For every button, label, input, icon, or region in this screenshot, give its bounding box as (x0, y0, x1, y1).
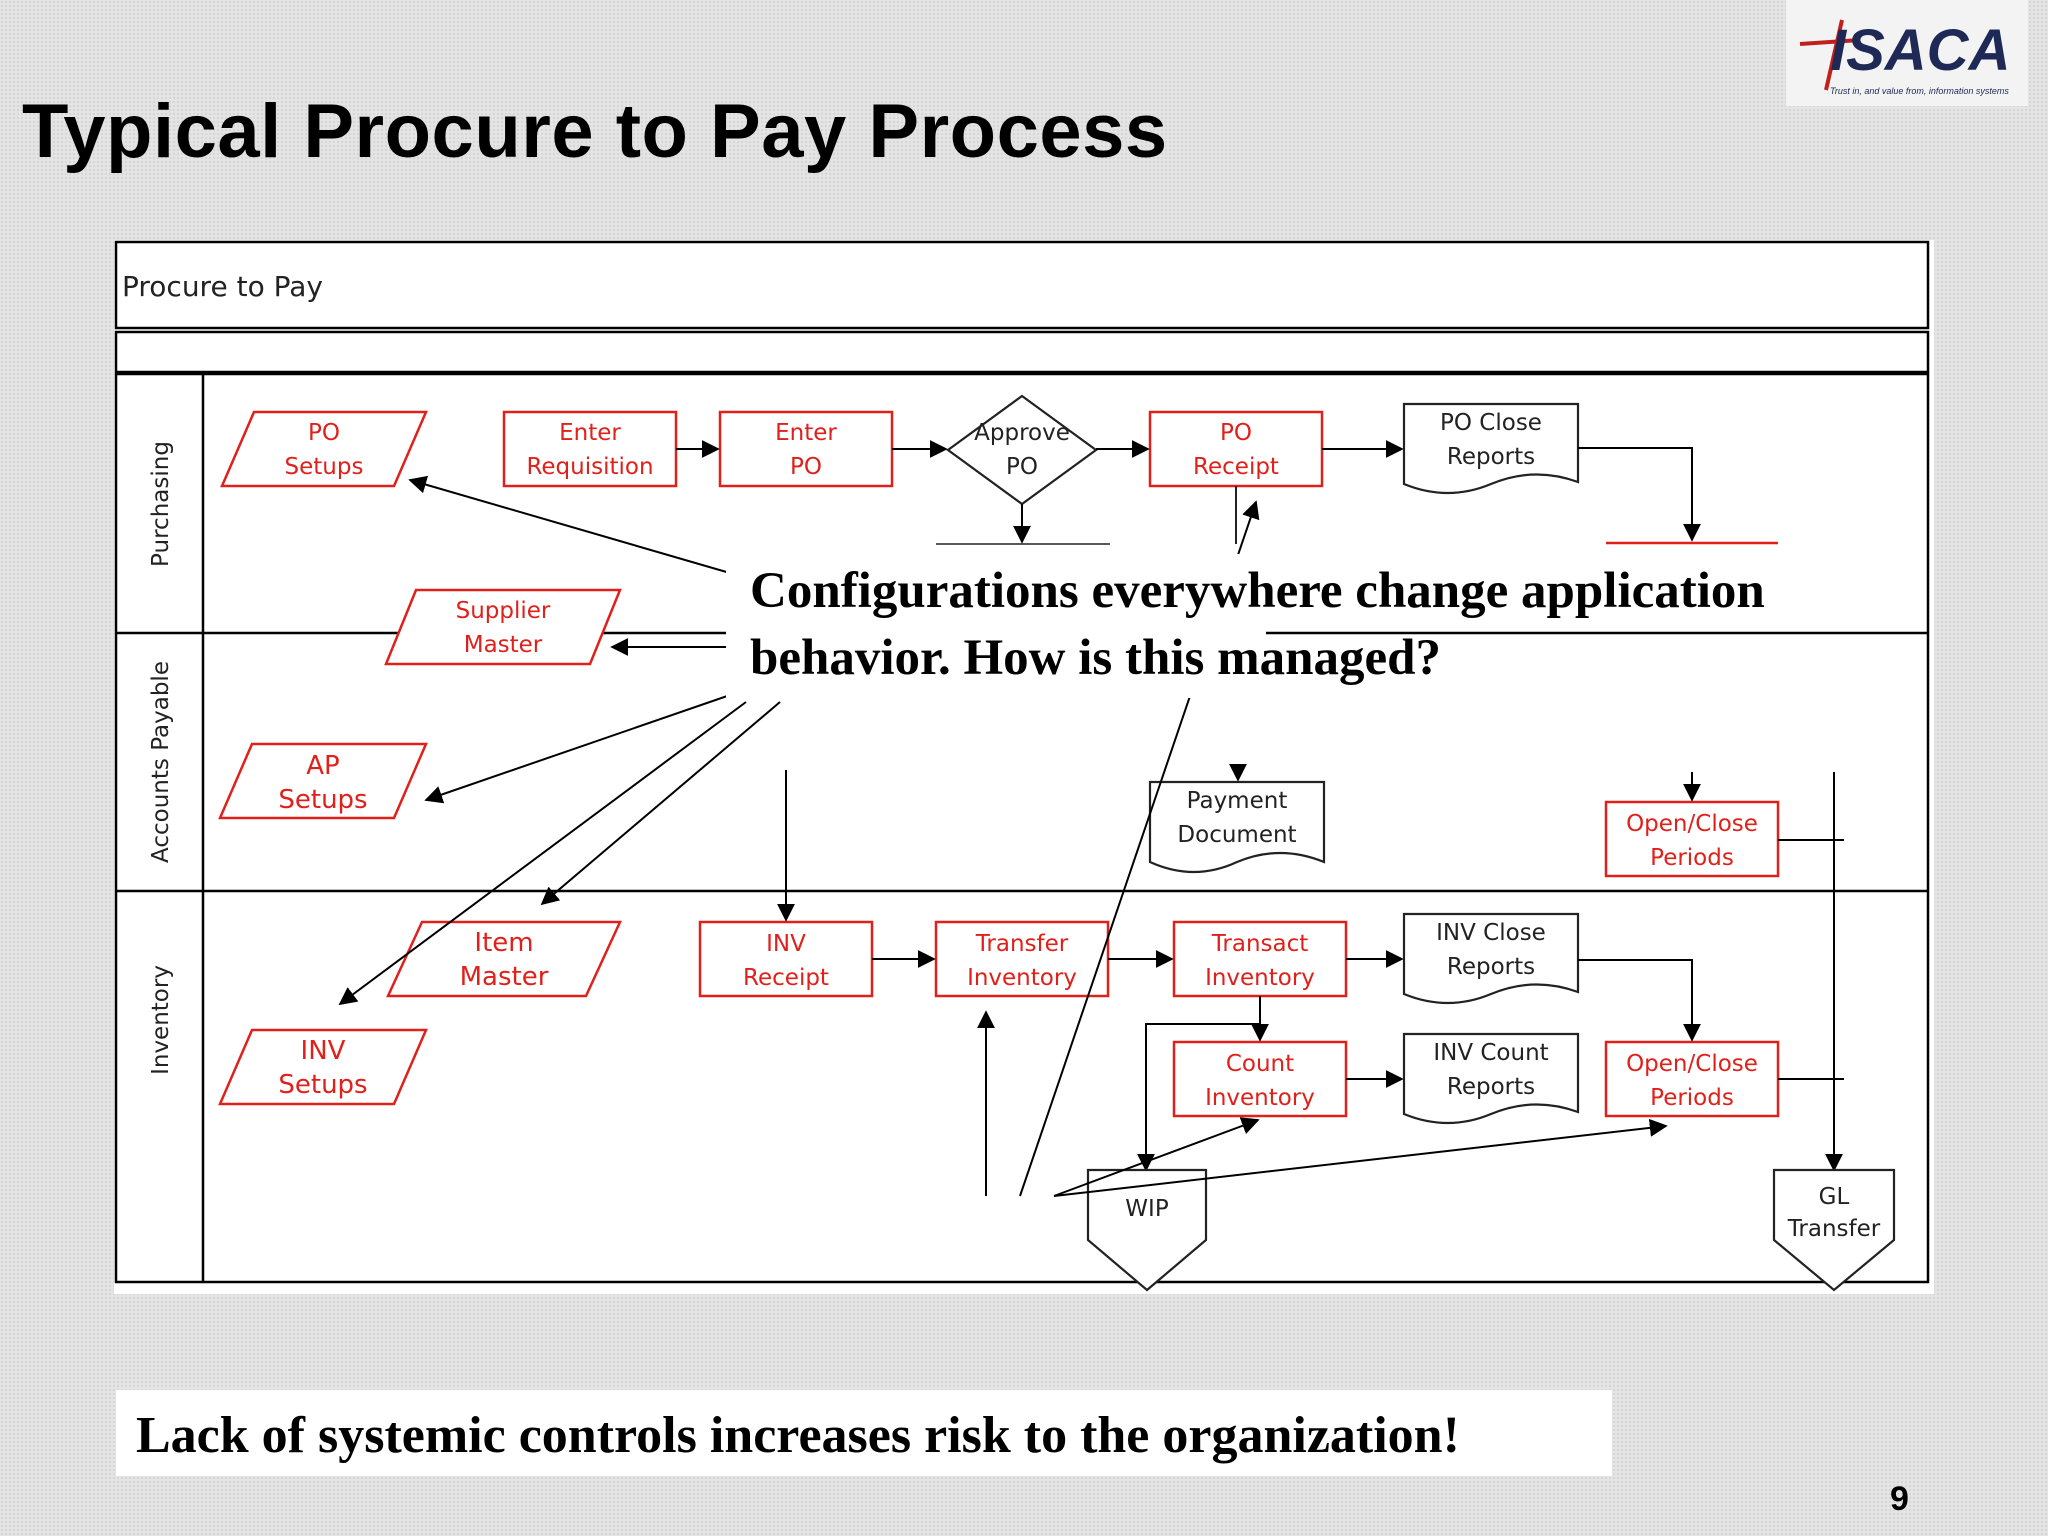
page-number: 9 (1890, 1480, 1909, 1518)
svg-text:Inventory: Inventory (967, 965, 1077, 991)
po-close-reports-document: PO Close Reports (1402, 402, 1580, 495)
inv-open-close-periods-node: Open/Close Periods (1604, 1040, 1780, 1118)
svg-text:Inventory: Inventory (1205, 1085, 1315, 1111)
swimlane-frame (114, 372, 1930, 1284)
svg-text:AP: AP (306, 751, 339, 781)
svg-text:PO: PO (1006, 454, 1038, 480)
svg-text:Enter: Enter (559, 420, 621, 446)
svg-text:Document: Document (1177, 822, 1296, 848)
diagram-header (114, 240, 1930, 330)
svg-text:Transfer: Transfer (975, 931, 1069, 957)
count-inventory-node: Count Inventory (1172, 1040, 1348, 1118)
callout-background (726, 554, 1906, 626)
ap-open-close-periods-node: Open/Close Periods (1604, 800, 1780, 878)
footer-box (116, 1390, 1612, 1476)
svg-text:Setups: Setups (278, 1070, 367, 1100)
footer-statement: Lack of systemic controls increases risk… (136, 1407, 1460, 1464)
svg-text:WIP: WIP (1125, 1196, 1169, 1222)
svg-text:INV Count: INV Count (1433, 1040, 1548, 1066)
callout-line-1: Configurations everywhere change applica… (750, 563, 1765, 619)
svg-text:INV Close: INV Close (1436, 920, 1546, 946)
wip-connector: WIP (1086, 1168, 1208, 1292)
po-receipt-node: PO Receipt (1148, 410, 1324, 488)
svg-text:Requisition: Requisition (526, 454, 653, 480)
svg-text:Master: Master (460, 962, 549, 992)
svg-text:PO: PO (790, 454, 822, 480)
svg-text:Item: Item (474, 928, 533, 958)
logo-tagline: Trust in, and value from, information sy… (1830, 86, 2009, 96)
supplier-master-node: Supplier Master (384, 588, 622, 666)
svg-text:PO Close: PO Close (1440, 410, 1542, 436)
inv-close-reports-document: INV Close Reports (1402, 912, 1580, 1005)
svg-text:Reports: Reports (1447, 444, 1535, 470)
svg-text:Supplier: Supplier (456, 598, 551, 624)
svg-text:Reports: Reports (1447, 1074, 1535, 1100)
inv-setups-node: INV Setups (218, 1028, 428, 1106)
ap-setups-node: AP Setups (218, 742, 428, 820)
svg-text:Master: Master (464, 632, 543, 658)
svg-text:PO: PO (1220, 420, 1252, 446)
isaca-logo: ISACA Trust in, and value from, informat… (1786, 0, 2028, 106)
transact-inventory-node: Transact Inventory (1172, 920, 1348, 998)
svg-text:Approve: Approve (974, 420, 1070, 446)
svg-text:Reports: Reports (1447, 954, 1535, 980)
item-master-node: Item Master (386, 920, 622, 998)
svg-text:Setups: Setups (278, 785, 367, 815)
svg-text:Inventory: Inventory (1205, 965, 1315, 991)
inv-receipt-node: INV Receipt (698, 920, 874, 998)
diagram-subheader (114, 330, 1930, 374)
svg-text:Open/Close: Open/Close (1626, 1051, 1758, 1077)
lane-label-accounts-payable: Accounts Payable (148, 661, 174, 863)
payment-document: Payment Document (1148, 780, 1326, 874)
svg-text:Payment: Payment (1187, 788, 1288, 814)
svg-text:INV: INV (301, 1036, 346, 1066)
enter-requisition-node: Enter Requisition (502, 410, 678, 488)
approve-po-decision: Approve PO (946, 394, 1098, 506)
svg-text:Receipt: Receipt (1193, 454, 1279, 480)
svg-text:Receipt: Receipt (743, 965, 829, 991)
svg-text:Transact: Transact (1211, 931, 1309, 957)
logo-text: ISACA (1830, 18, 2010, 83)
inv-count-reports-document: INV Count Reports (1402, 1032, 1580, 1125)
svg-text:GL: GL (1819, 1184, 1850, 1210)
enter-po-node: Enter PO (718, 410, 894, 488)
svg-text:Periods: Periods (1650, 1085, 1734, 1111)
diagram-title: Procure to Pay (122, 270, 323, 303)
slide-title: Typical Procure to Pay Process (22, 89, 1168, 174)
svg-text:INV: INV (766, 931, 806, 957)
svg-text:Periods: Periods (1650, 845, 1734, 871)
po-setups-label: PO (308, 420, 340, 446)
svg-text:Enter: Enter (775, 420, 837, 446)
svg-text:Setups: Setups (285, 454, 364, 480)
lane-label-purchasing: Purchasing (148, 441, 174, 567)
svg-text:Count: Count (1226, 1051, 1294, 1077)
callout-line-2: behavior. How is this managed? (750, 630, 1441, 686)
svg-text:Transfer: Transfer (1787, 1216, 1881, 1242)
gl-transfer-connector: GL Transfer (1772, 1168, 1896, 1292)
lane-label-inventory: Inventory (148, 965, 174, 1075)
procure-to-pay-diagram: Procure to Pay Purchasing Accounts Payab… (114, 240, 1934, 1305)
svg-text:Open/Close: Open/Close (1626, 811, 1758, 837)
transfer-inventory-node: Transfer Inventory (934, 920, 1110, 998)
